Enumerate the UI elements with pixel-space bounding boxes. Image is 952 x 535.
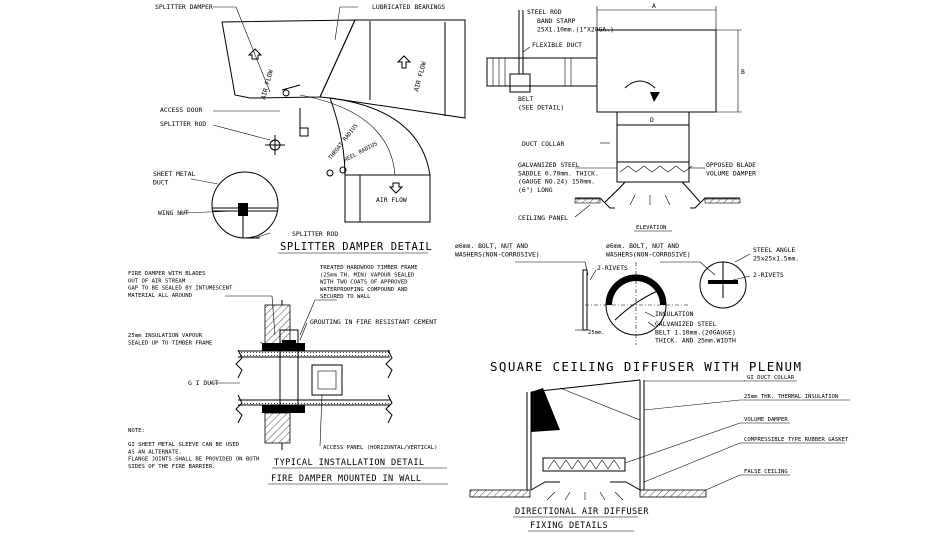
subtitle-directional-air-diffuser: DIRECTIONAL AIR DIFFUSER <box>515 507 649 517</box>
label-false-ceiling: FALSE CEILING <box>744 469 788 475</box>
label-air-flow-right: AIR FLOW <box>412 61 428 93</box>
title-square-ceiling-diffuser: SQUARE CEILING DIFFUSER WITH PLENUM <box>490 359 802 374</box>
diffuser-detail: SQUARE CEILING DIFFUSER WITH PLENUM GI D… <box>469 359 850 532</box>
label-flexible-duct: FLEXIBLE DUCT <box>532 41 582 49</box>
title-splitter-damper-detail: SPLITTER DAMPER DETAIL <box>280 241 432 253</box>
label-gasket: COMPRESSIBLE TYPE RUBBER GASKET <box>744 437 849 443</box>
label-lubricated-bearings: LUBRICATED BEARINGS <box>372 3 445 11</box>
dim-d: D <box>650 116 654 124</box>
label-steel-rod: STEEL ROD <box>527 8 562 16</box>
label-air-flow-left: AIR FLOW <box>259 69 275 101</box>
label-splitter-damper: SPLITTER DAMPER <box>155 3 213 11</box>
label-duct-collar: DUCT COLLAR <box>522 140 564 148</box>
label-note-title: NOTE: <box>128 428 145 434</box>
belt <box>509 73 531 93</box>
label-timber-note: TREATED HARDWOOD TIMBER FRAME(25mm TH. M… <box>320 265 418 300</box>
label-heel-radius: HEEL RADIUS <box>343 141 379 164</box>
dim-b: B <box>741 68 745 76</box>
label-gi-duct-collar: GI DUCT COLLAR <box>747 375 795 381</box>
dim-a: A <box>652 2 656 10</box>
false-ceiling-right <box>639 489 707 498</box>
label-air-flow-bottom: AIR FLOW <box>376 196 407 204</box>
label-rivets-left: 2-RIVETS <box>597 264 628 272</box>
title-elevation: ELEVATION <box>636 225 666 231</box>
lower-duct <box>344 174 431 223</box>
airflow-arrow-down <box>388 182 404 194</box>
volume-damper <box>542 457 626 472</box>
label-insulation: INSULATION <box>655 310 694 318</box>
elbow-outer-arc <box>329 97 431 176</box>
label-splitter-rod-bottom: SPLITTER ROD <box>292 230 338 238</box>
upper-duct <box>221 19 356 99</box>
false-ceiling-left <box>469 489 531 498</box>
subtitle-fixing-details: FIXING DETAILS <box>530 521 608 531</box>
airflow-arrow-right <box>396 55 412 69</box>
elevation-detail: A B D <box>486 2 756 232</box>
label-thermal-insulation: 25mm THK. THERMAL INSULATION <box>744 394 838 400</box>
flexible-duct <box>486 57 598 87</box>
airflow-arrow-left <box>247 48 263 60</box>
access-panel <box>311 364 343 396</box>
splitter-damper-detail: SPLITTER DAMPER LUBRICATED BEARINGS ACCE… <box>153 3 466 254</box>
label-ceiling-panel: CEILING PANEL <box>518 214 568 222</box>
duct-collar <box>616 124 690 163</box>
label-belt: BELT(SEE DETAIL) <box>518 95 564 111</box>
label-volume-damper: VOLUME DAMPER <box>744 417 788 423</box>
label-gi-duct: G I DUCT <box>188 379 219 387</box>
wall-lower <box>264 412 291 444</box>
plenum-box <box>596 29 717 113</box>
airflow-curve <box>624 80 656 89</box>
right-duct <box>319 19 466 119</box>
label-access-door: ACCESS DOOR <box>160 106 202 114</box>
fire-damper-sleeve <box>279 329 299 411</box>
label-splitter-rod: SPLITTER ROD <box>160 120 206 128</box>
label-grouting: GROUTING IN FIRE RESISTANT CEMENT <box>310 318 437 326</box>
label-access-panel: ACCESS PANEL (HORIZONTAL/VERTICAL) <box>323 445 438 451</box>
label-dim-25mm: 25mm. <box>588 330 605 336</box>
title-fire-damper-wall: FIRE DAMPER MOUNTED IN WALL <box>271 474 422 484</box>
opposed-blade-damper <box>616 161 690 183</box>
label-wing-nut: WING NUT <box>158 209 189 217</box>
title-typical-installation: TYPICAL INSTALLATION DETAIL <box>274 458 425 468</box>
thermal-insulation-fill <box>531 388 560 432</box>
label-rivets-right: 2-RIVETS <box>753 271 784 279</box>
